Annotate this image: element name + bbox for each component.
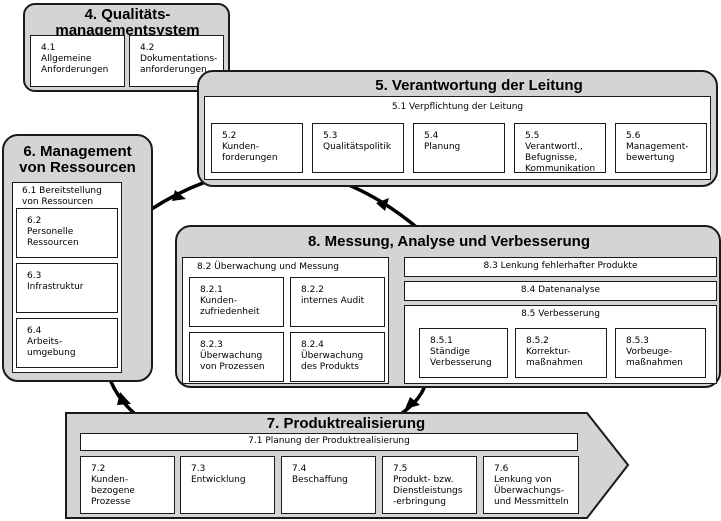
section-6-title: 6. Management von Ressourcen (19, 143, 136, 176)
box-8-2-2-label: internes Audit (301, 296, 365, 306)
box-8-2-4-number: 8.2.4 (301, 340, 324, 350)
box-5-3-label: Qualitätspolitik (323, 142, 392, 152)
box-7-6-label: Lenkung von Überwachungs- und Messmittel… (494, 475, 569, 507)
box-6-4: 6.4 Arbeits- umgebung (16, 318, 118, 368)
box-8-2-1: 8.2.1 Kunden- zufriedenheit (189, 277, 284, 327)
box-7-4: 7.4 Beschaffung (281, 456, 376, 514)
box-8-2-3-label: Überwachung von Prozessen (200, 351, 265, 372)
box-5-5-label: Verantwortl., Befugnisse, Kommunikation (525, 142, 596, 174)
section-5-management-responsibility: 5. Verantwortung der Leitung 5.1 Verpfli… (197, 70, 718, 187)
box-7-2-number: 7.2 (91, 464, 106, 474)
box-7-3-number: 7.3 (191, 464, 206, 474)
box-8-2-2-number: 8.2.2 (301, 285, 324, 295)
box-5-5-number: 5.5 (525, 131, 540, 141)
box-7-1: 7.1 Planung der Produktrealisierung (80, 433, 578, 451)
box-6-2-number: 6.2 (27, 216, 42, 226)
box-6-3-number: 6.3 (27, 271, 42, 281)
box-4-1-number: 4.1 (41, 43, 56, 53)
section-7-title: 7. Produktrealisierung (266, 415, 426, 432)
box-5-6-number: 5.6 (626, 131, 641, 141)
box-6-2: 6.2 Personelle Ressourcen (16, 208, 118, 258)
box-8-4: 8.4 Datenanalyse (404, 281, 717, 301)
box-7-2: 7.2 Kunden- bezogene Prozesse (80, 456, 175, 514)
box-8-5-3: 8.5.3 Vorbeuge- maßnahmen (615, 328, 706, 378)
improvement-header: 8.5 Verbesserung (521, 309, 600, 319)
arrowhead-to-realization (117, 392, 131, 405)
monitoring-header: 8.2 Überwachung und Messung (197, 262, 340, 272)
box-7-3-label: Entwicklung (191, 475, 246, 485)
box-5-2-label: Kunden- forderungen (222, 142, 278, 163)
box-5-4-number: 5.4 (424, 131, 439, 141)
box-8-5-2: 8.5.2 Korrektur- maßnahmen (515, 328, 607, 378)
box-7-2-label: Kunden- bezogene Prozesse (91, 475, 135, 507)
box-8-5-2-label: Korrektur- maßnahmen (526, 347, 583, 368)
box-8-2-2: 8.2.2 internes Audit (290, 277, 385, 327)
box-8-5-2-number: 8.5.2 (526, 336, 549, 346)
section-6-frame: 6.1 Bereitstellung von Ressourcen 6.2 Pe… (12, 182, 122, 373)
box-8-2-4: 8.2.4 Überwachung des Produkts (290, 332, 385, 382)
box-6-2-label: Personelle Ressourcen (27, 227, 79, 248)
box-5-4-label: Planung (424, 142, 461, 152)
box-5-6-label: Management- bewertung (626, 142, 689, 163)
box-6-4-number: 6.4 (27, 326, 42, 336)
box-7-5-number: 7.5 (393, 464, 408, 474)
box-8-2-3-number: 8.2.3 (200, 340, 223, 350)
box-8-2-4-label: Überwachung des Produkts (301, 351, 364, 372)
section-6-header: 6.1 Bereitstellung von Ressourcen (22, 186, 102, 207)
box-8-2-1-label: Kunden- zufriedenheit (200, 296, 260, 317)
box-8-2-3: 8.2.3 Überwachung von Prozessen (189, 332, 284, 382)
box-5-2-number: 5.2 (222, 131, 237, 141)
box-6-3-label: Infrastruktur (27, 282, 84, 292)
box-7-5: 7.5 Produkt- bzw. Dienstleistungs -erbri… (382, 456, 477, 514)
box-6-3: 6.3 Infrastruktur (16, 263, 118, 313)
box-8-5-1: 8.5.1 Ständige Verbesserung (419, 328, 508, 378)
section-7-product-realization: 7. Produktrealisierung 7.1 Planung der P… (66, 413, 626, 518)
section-4-quality-management-system: 4. Qualitäts- managementsystem 4.1 Allge… (23, 3, 230, 92)
box-7-4-number: 7.4 (292, 464, 307, 474)
box-7-5-label: Produkt- bzw. Dienstleistungs -erbringun… (393, 475, 463, 507)
box-7-6: 7.6 Lenkung von Überwachungs- und Messmi… (483, 456, 579, 514)
box-6-4-label: Arbeits- umgebung (27, 337, 76, 358)
section-6-resource-management: 6. Management von Ressourcen 6.1 Bereits… (2, 134, 153, 382)
box-5-4: 5.4 Planung (413, 123, 505, 173)
box-7-3: 7.3 Entwicklung (180, 456, 275, 514)
box-8-5-3-label: Vorbeuge- maßnahmen (626, 347, 683, 368)
box-4-2-label: Dokumentations- anforderungen (140, 54, 218, 75)
box-8-2-1-number: 8.2.1 (200, 285, 223, 295)
arrowhead-to-measurement (405, 397, 420, 409)
box-5-2: 5.2 Kunden- forderungen (211, 123, 303, 173)
section-5-title: 5. Verantwortung der Leitung (375, 77, 583, 94)
section-5-frame: 5.1 Verpflichtung der Leitung 5.2 Kunden… (204, 96, 711, 180)
box-8-5-1-number: 8.5.1 (430, 336, 453, 346)
section-5-header: 5.1 Verpflichtung der Leitung (391, 102, 524, 112)
box-8-5-1-label: Ständige Verbesserung (430, 347, 492, 368)
box-5-3: 5.3 Qualitätspolitik (312, 123, 404, 173)
box-4-2-number: 4.2 (140, 43, 155, 53)
box-7-6-number: 7.6 (494, 464, 509, 474)
box-5-3-number: 5.3 (323, 131, 338, 141)
box-4-1: 4.1 Allgemeine Anforderungen (30, 35, 125, 87)
section-4-title: 4. Qualitäts- managementsystem (55, 6, 200, 39)
box-8-5-3-number: 8.5.3 (626, 336, 649, 346)
box-8-3: 8.3 Lenkung fehlerhafter Produkte (404, 257, 717, 277)
box-7-4-label: Beschaffung (292, 475, 348, 485)
box-5-5: 5.5 Verantwortl., Befugnisse, Kommunikat… (514, 123, 606, 174)
section-8-measurement-analysis-improvement: 8. Messung, Analyse und Verbesserung 8.2… (175, 225, 721, 388)
arrowhead-to-resources (172, 190, 186, 201)
box-4-1-label: Allgemeine Anforderungen (41, 54, 109, 75)
improvement-frame: 8.5 Verbesserung 8.5.1 Ständige Verbesse… (404, 305, 717, 384)
arrowhead-to-leadership (376, 198, 389, 211)
section-8-title: 8. Messung, Analyse und Verbesserung (307, 233, 591, 250)
box-5-6: 5.6 Management- bewertung (615, 123, 707, 173)
monitoring-frame: 8.2 Überwachung und Messung 8.2.1 Kunden… (182, 257, 389, 384)
